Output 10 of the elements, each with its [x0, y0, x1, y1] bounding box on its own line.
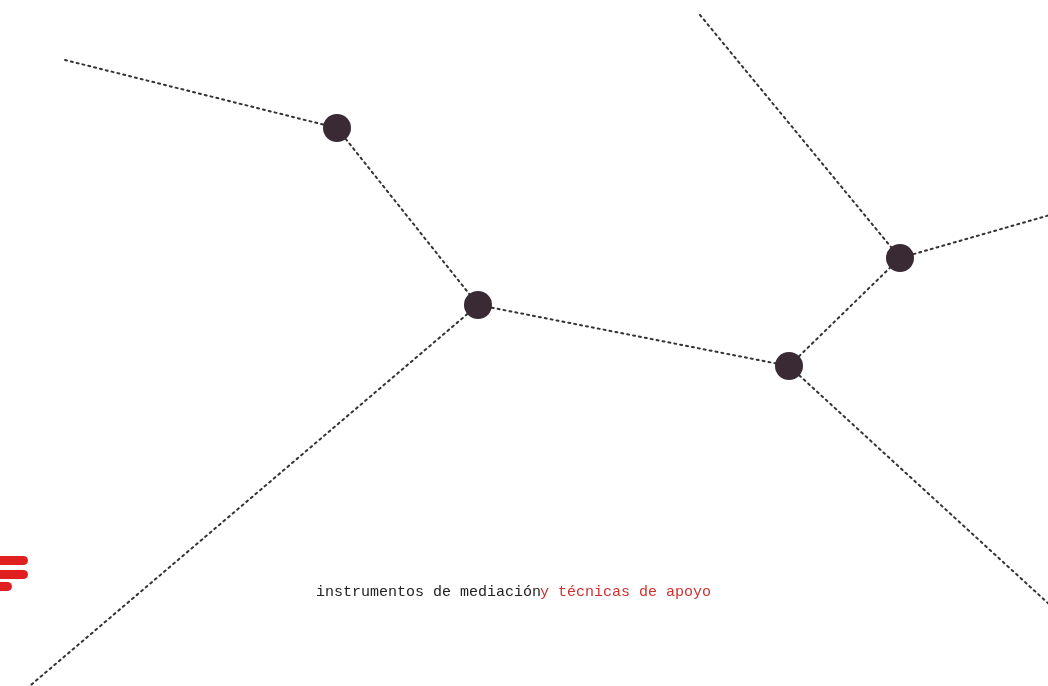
circle-node — [464, 291, 492, 319]
caption-text: y técnicas de apoyo — [540, 584, 712, 601]
dotted-line — [798, 266, 891, 358]
dotted-line — [64, 59, 325, 126]
circle-node — [886, 244, 914, 272]
circle-node — [323, 114, 351, 142]
circle-node — [775, 352, 803, 380]
dotted-line — [912, 214, 1048, 256]
dotted-line — [798, 374, 1048, 606]
dotted-line — [490, 306, 777, 365]
